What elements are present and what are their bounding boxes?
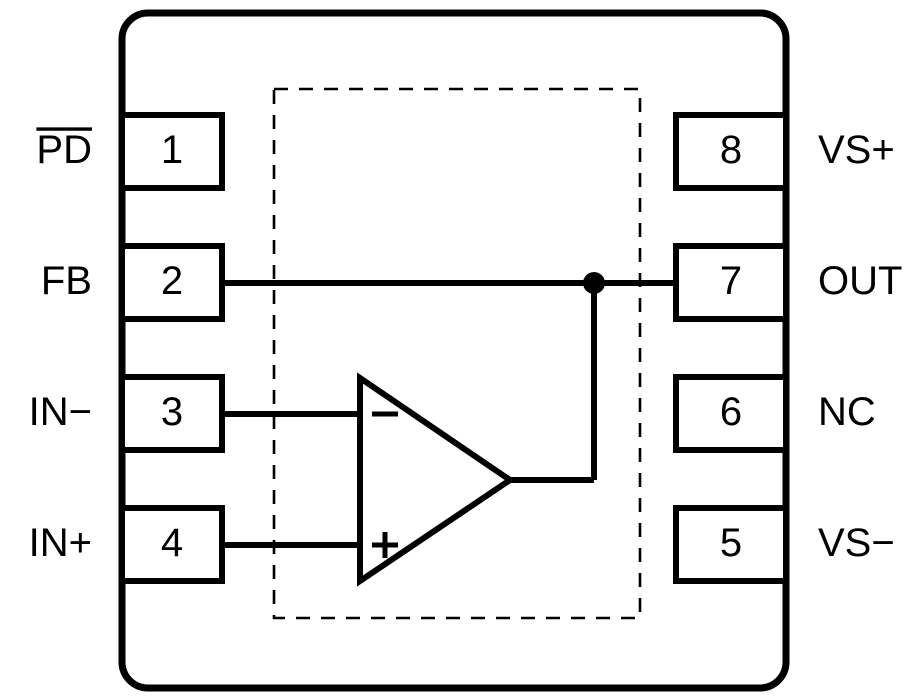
pin-5-label: VS−: [818, 521, 895, 565]
pin-3[interactable]: 3 IN−: [29, 374, 225, 453]
pin-8[interactable]: 8 VS+: [673, 112, 895, 191]
pin-6-label: NC: [818, 390, 876, 434]
pin-7[interactable]: 7 OUT: [673, 243, 902, 322]
pin-2-number: 2: [161, 259, 183, 303]
pin-1-number: 1: [161, 128, 183, 172]
pins-left-group: 1 PD 2 FB 3 IN− 4 IN+: [29, 112, 225, 584]
feedback-junction-dot: [583, 272, 605, 294]
pin-5-box[interactable]: [673, 505, 789, 584]
pin-6-box[interactable]: [673, 374, 789, 453]
pin-1-box[interactable]: [119, 112, 225, 191]
pins-right-group: 8 VS+ 7 OUT 6 NC 5 VS−: [673, 112, 902, 584]
pin-6-number: 6: [720, 390, 742, 434]
pin-5-number: 5: [720, 521, 742, 565]
pin-8-label: VS+: [818, 128, 895, 172]
pin-7-number: 7: [720, 259, 742, 303]
pin-2-label: FB: [41, 259, 92, 303]
amp-noninverting-input-sign: [372, 532, 398, 558]
pin-7-box[interactable]: [673, 243, 789, 322]
pin-2[interactable]: 2 FB: [41, 243, 225, 322]
operational-amplifier: [357, 372, 516, 587]
pin-6[interactable]: 6 NC: [673, 374, 876, 453]
pin-7-label: OUT: [818, 259, 902, 303]
pin-1-label: PD: [36, 128, 92, 172]
pin-8-number: 8: [720, 128, 742, 172]
pin-5[interactable]: 5 VS−: [673, 505, 895, 584]
pin-3-number: 3: [161, 390, 183, 434]
pin-8-box[interactable]: [673, 112, 789, 191]
pin-2-box[interactable]: [119, 243, 225, 322]
pin-3-box[interactable]: [119, 374, 225, 453]
pin-4[interactable]: 4 IN+: [29, 505, 225, 584]
pin-3-label: IN−: [29, 390, 92, 434]
pin-4-box[interactable]: [119, 505, 225, 584]
pin-4-number: 4: [161, 521, 183, 565]
pin-1[interactable]: 1: [36, 112, 225, 191]
package-outline: [118, 9, 790, 692]
amp-triangle-body: [357, 372, 516, 587]
pin-4-label: IN+: [29, 521, 92, 565]
die-outline: [272, 87, 642, 620]
